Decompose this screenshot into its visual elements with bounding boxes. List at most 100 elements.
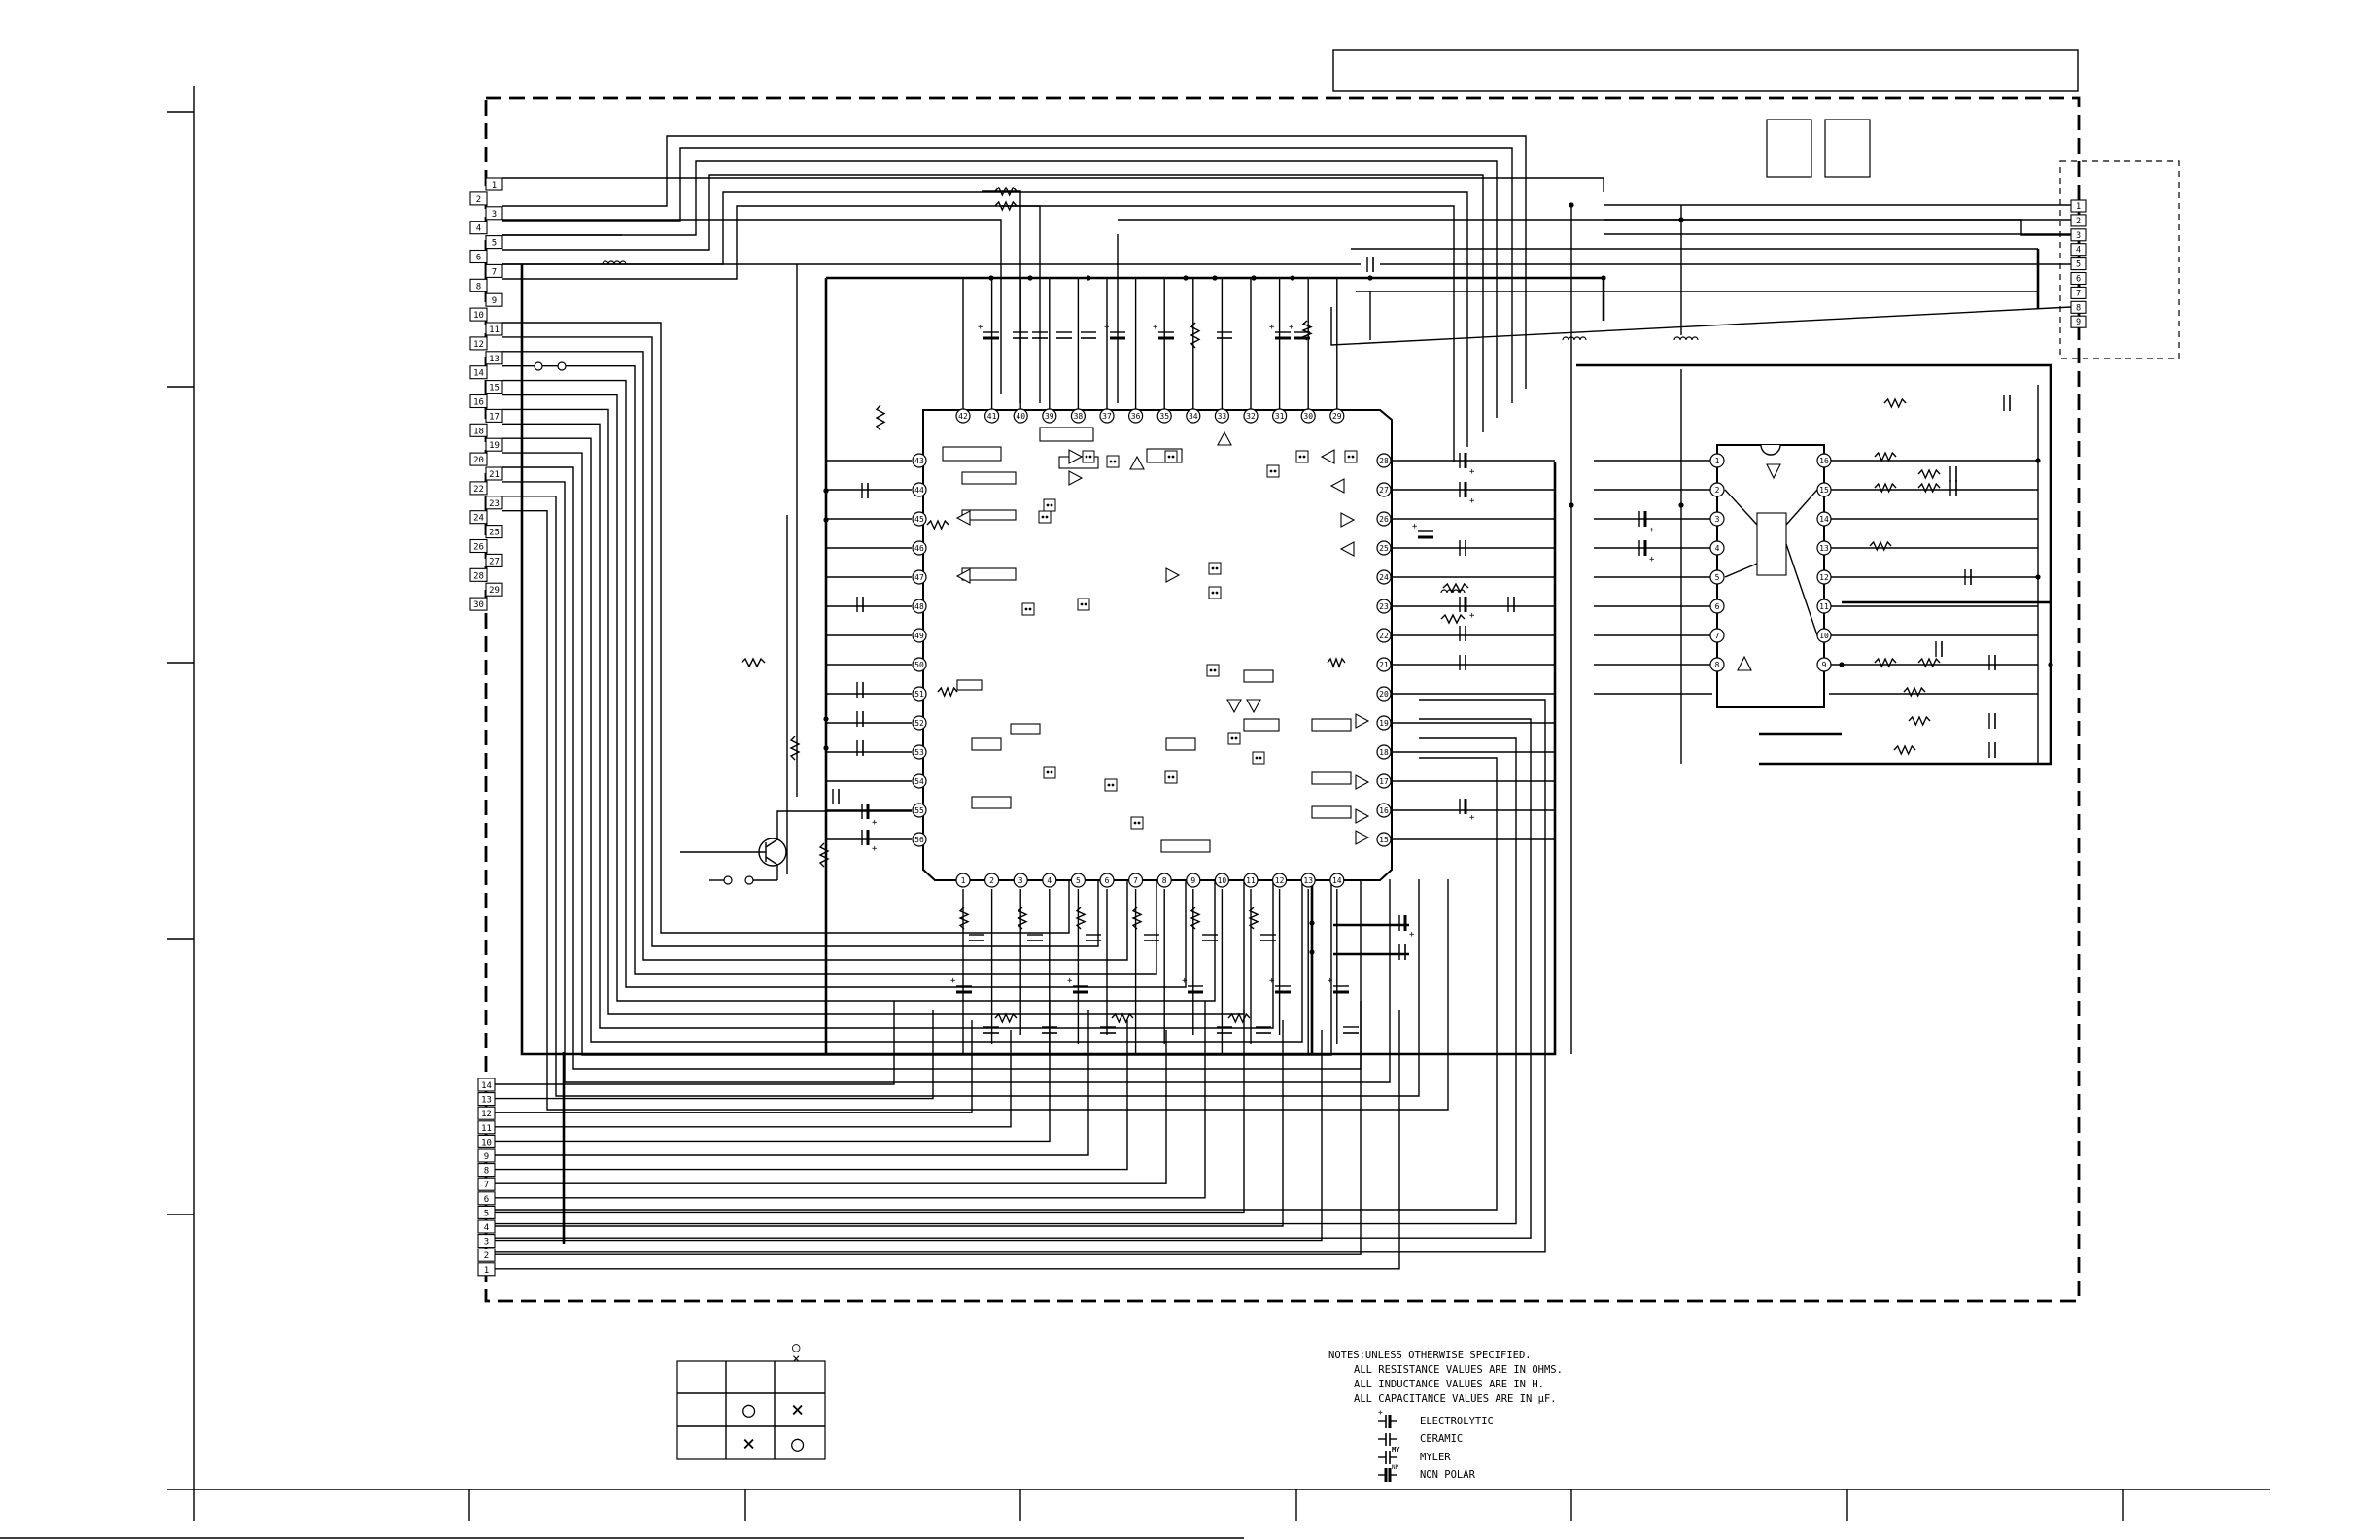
left-connector-pin <box>485 437 503 452</box>
left-connector-pin-label: 4 <box>476 224 481 234</box>
main-ic-pin <box>1300 873 1316 888</box>
main-ic-pin-label: 40 <box>1016 412 1025 421</box>
main-ic-pin-label: 45 <box>914 515 924 524</box>
right-connector-pin-label: 3 <box>2076 231 2081 241</box>
main-ic-pin <box>1099 408 1115 424</box>
right-connector-pin <box>2070 199 2087 213</box>
amplifier-symbol <box>1766 463 1781 480</box>
main-ic-pin <box>912 657 927 672</box>
svg-text:+: + <box>1289 323 1294 332</box>
left-connector-pin <box>485 177 503 191</box>
left-connector-pin-label: 17 <box>489 412 500 422</box>
main-ic-pin-label: 36 <box>1131 412 1141 421</box>
sub-ic-body <box>1716 444 1825 708</box>
sub-ic-pin <box>1709 511 1725 527</box>
main-ic-pin <box>912 540 927 556</box>
main-ic-pin <box>1214 873 1230 888</box>
left-connector-pin <box>469 597 488 611</box>
svg-text:+: + <box>950 976 956 986</box>
sub-ic-pin-label: 7 <box>1715 632 1720 640</box>
left-connector-pin-label: 24 <box>473 514 484 524</box>
left-connector-pin-label: 21 <box>489 470 500 480</box>
amplifier-symbol <box>1068 449 1084 464</box>
svg-text:+: + <box>1469 611 1475 621</box>
main-ic-pin <box>1127 408 1144 424</box>
left-connector-pin <box>485 496 503 510</box>
title-box <box>1332 49 2079 92</box>
switch-block <box>1043 766 1056 779</box>
sub-ic-pin <box>1709 482 1725 497</box>
left-connector: 1234567891011121314151617181920212223242… <box>469 177 503 611</box>
left-connector-pin <box>485 206 503 221</box>
right-connector-pin-label: 9 <box>2076 318 2081 327</box>
left-connector-pin <box>469 481 488 496</box>
sub-ic-pin-label: 10 <box>1819 632 1829 640</box>
main-ic-pin <box>912 569 927 585</box>
amplifier-symbol <box>1226 699 1242 714</box>
main-ic-pin-label: 25 <box>1379 544 1389 553</box>
main-ic-pin <box>1099 873 1115 888</box>
main-ic-pin <box>912 599 927 614</box>
main-ic-pin <box>1186 873 1201 888</box>
amplifier-symbol <box>1129 455 1145 470</box>
right-connector-pin-label: 4 <box>2076 246 2081 256</box>
bottom-connector-pin-label: 1 <box>484 1266 489 1276</box>
sub-ic-pin <box>1816 511 1832 527</box>
sub-ic-pin <box>1709 628 1725 643</box>
left-connector-pin-label: 3 <box>492 210 497 220</box>
switch-contacts <box>534 361 567 371</box>
main-ic-pin-label: 24 <box>1379 573 1389 582</box>
right-connector-pin-label: 5 <box>2076 260 2081 270</box>
left-connector-pin-label: 29 <box>489 586 500 596</box>
main-ic-pin <box>1070 873 1087 888</box>
right-connector-pin-label: 1 <box>2076 202 2081 212</box>
amplifier-symbol <box>1329 478 1345 494</box>
main-ic-pin-label: 33 <box>1218 412 1227 421</box>
main-ic-pin-label: 1 <box>961 876 966 885</box>
main-ic-pin-label: 26 <box>1379 515 1389 524</box>
main-ic-pin-label: 30 <box>1303 412 1313 421</box>
left-connector-pin-label: 20 <box>473 456 484 465</box>
amplifier-symbol <box>1340 512 1356 528</box>
bottom-connector-pin-label: 7 <box>484 1181 489 1190</box>
main-ic-pin-label: 14 <box>1332 876 1342 885</box>
main-ic-block <box>971 737 1002 751</box>
legend-electrolytic-symbol: + <box>1378 1408 1397 1428</box>
left-connector-pin-label: 12 <box>473 340 484 350</box>
switch-block <box>1266 464 1280 478</box>
switch-block <box>1043 498 1056 512</box>
main-ic-pin <box>1271 408 1288 424</box>
wiring <box>495 135 2072 1270</box>
sub-ic-pin-label: 1 <box>1715 457 1720 465</box>
bottom-connector-pin-label: 4 <box>484 1223 489 1233</box>
svg-text:+: + <box>1469 467 1475 477</box>
legend-myler-tag: MY <box>1392 1446 1400 1454</box>
left-connector-pin <box>469 452 488 466</box>
main-ic-pin <box>1243 408 1259 424</box>
svg-text:+: + <box>872 818 878 828</box>
left-connector-pin-label: 14 <box>473 369 484 379</box>
main-ic-pin <box>912 803 927 818</box>
left-connector-pin <box>469 336 488 351</box>
switch-block <box>1206 664 1220 677</box>
main-ic-pin <box>912 715 927 731</box>
svg-text:+: + <box>1269 976 1275 986</box>
main-ic-pin <box>1376 482 1392 497</box>
sub-ic-pin <box>1709 599 1725 614</box>
inductor-symbol <box>1440 589 1466 594</box>
bottom-connector-pin-label: 14 <box>481 1081 492 1091</box>
switch-block <box>1164 450 1178 463</box>
sub-ic-pin <box>1709 453 1725 468</box>
main-ic-pin-label: 43 <box>914 457 924 465</box>
right-connector-pin <box>2070 286 2087 299</box>
mark-cell-1-2: × <box>791 1398 804 1422</box>
main-ic-pin <box>1376 540 1392 556</box>
svg-text:+: + <box>1067 976 1073 986</box>
mark-table: ○ × ○ × × ○ <box>676 1340 826 1460</box>
left-connector-pin-label: 13 <box>489 355 500 364</box>
main-ic-block <box>956 679 983 691</box>
inductor-symbol <box>1673 336 1699 341</box>
